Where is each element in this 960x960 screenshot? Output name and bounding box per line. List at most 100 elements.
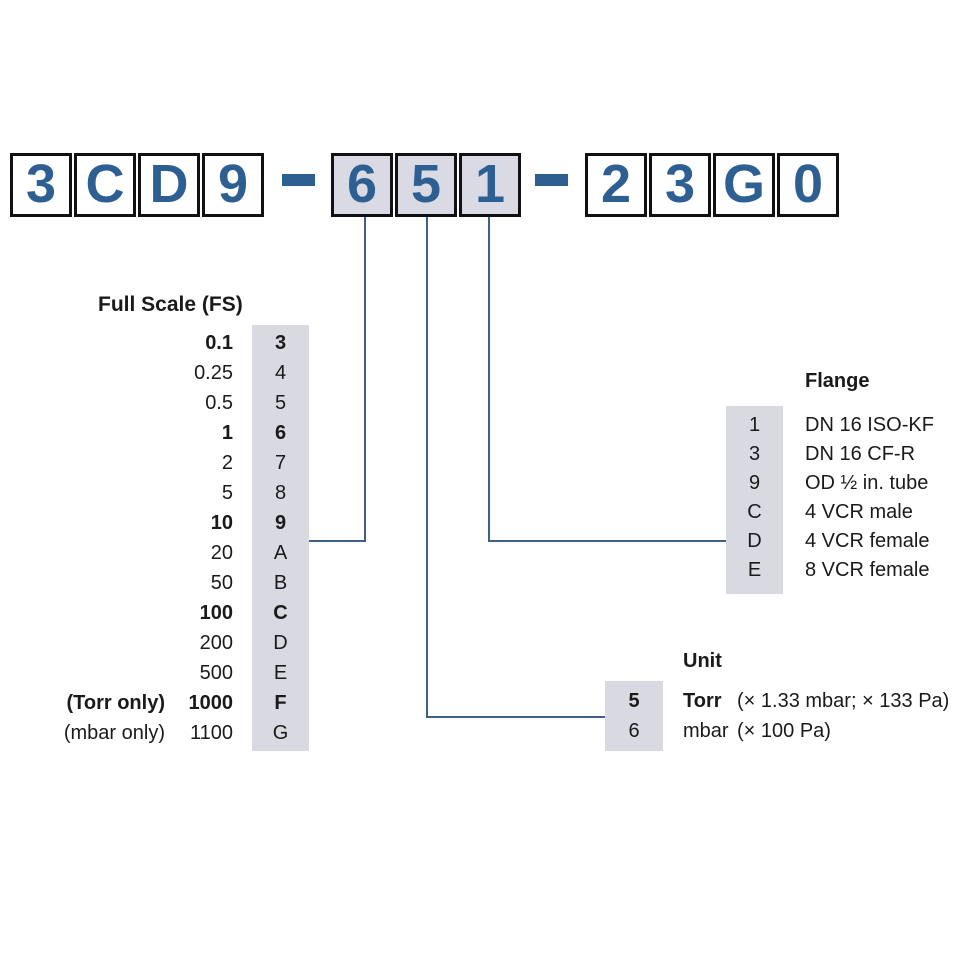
unit-note: (× 1.33 mbar; × 133 Pa) [737,690,950,712]
flange-code: E [747,559,762,581]
connector-unit-vertical [426,217,428,718]
full-scale-code-column [252,325,309,751]
flange-code: D [747,530,762,552]
part-number-cell: 3 [649,153,711,217]
full-scale-prefix [0,388,165,418]
flange-label: 4 VCR male [805,501,913,523]
full-scale-code: 7 [274,452,287,474]
flange-row: 9 OD ½ in. tube [726,469,934,498]
full-scale-code: D [273,632,288,654]
full-scale-prefix [0,658,165,688]
part-number-cell-fullscale: 6 [331,153,393,217]
connector-fullscale-horizontal [308,540,366,542]
flange-label: 8 VCR female [805,559,930,581]
full-scale-code: 5 [274,392,287,414]
full-scale-row: 0.25 4 [0,358,320,388]
connector-flange-vertical [488,217,490,542]
flange-row: E 8 VCR female [726,556,934,585]
full-scale-value: 1000 [188,692,234,714]
unit-table: 5 Torr (× 1.33 mbar; × 133 Pa) 6 mbar (×… [605,686,949,746]
full-scale-value: 50 [210,572,233,594]
full-scale-value: 0.25 [194,362,233,384]
full-scale-row: 2 7 [0,448,320,478]
part-number-cell: 3 [10,153,72,217]
unit-label: mbar [683,720,729,742]
full-scale-prefix [0,358,165,388]
flange-code: 3 [748,443,761,465]
flange-label: DN 16 CF-R [805,443,916,465]
unit-label: Torr [683,690,722,712]
full-scale-code: 3 [274,332,287,354]
unit-note: (× 100 Pa) [737,720,831,742]
full-scale-row: 0.1 3 [0,328,320,358]
unit-code-column [605,681,663,751]
part-number-cell-unit: 5 [395,153,457,217]
full-scale-prefix: (Torr only) [66,692,165,714]
part-number-group-base: 3 C D 9 [10,153,264,217]
part-number-cell: 9 [202,153,264,217]
full-scale-row: 0.5 5 [0,388,320,418]
flange-row: 3 DN 16 CF-R [726,440,934,469]
unit-row: 5 Torr (× 1.33 mbar; × 133 Pa) [605,686,949,716]
flange-label: DN 16 ISO-KF [805,414,934,436]
part-number-cell: D [138,153,200,217]
separator-dash [282,174,315,186]
full-scale-code: B [273,572,288,594]
flange-code: 9 [748,472,761,494]
full-scale-value: 1 [221,422,233,444]
part-number-cell: G [713,153,775,217]
full-scale-code: C [273,602,288,624]
full-scale-value: 0.5 [205,392,233,414]
unit-code: 6 [628,720,640,742]
full-scale-row: 5 8 [0,478,320,508]
connector-unit-horizontal [426,716,605,718]
full-scale-row: 20 A [0,538,320,568]
full-scale-code: 6 [274,422,287,444]
unit-row: 6 mbar (× 100 Pa) [605,716,949,746]
flange-label: OD ½ in. tube [805,472,929,494]
full-scale-prefix [0,568,165,598]
full-scale-prefix [0,508,165,538]
full-scale-value: 10 [210,512,233,534]
full-scale-code: 9 [274,512,287,534]
connector-fullscale-vertical [364,217,366,542]
full-scale-table: 0.1 3 0.25 4 0.5 5 1 6 2 7 5 8 [0,328,320,748]
full-scale-code: 8 [274,482,287,504]
full-scale-prefix [0,328,165,358]
full-scale-code: F [274,692,287,714]
flange-code: C [747,501,762,523]
part-number-group-options: 2 3 G 0 [585,153,839,217]
flange-row: 1 DN 16 ISO-KF [726,411,934,440]
full-scale-prefix: (mbar only) [63,722,165,744]
full-scale-prefix [0,418,165,448]
unit-code: 5 [628,690,640,712]
full-scale-row: 200 D [0,628,320,658]
part-number-group-config: 6 5 1 [331,153,521,217]
full-scale-row: (Torr only) 1000 F [0,688,320,718]
full-scale-value: 0.1 [205,332,233,354]
part-number-cell: C [74,153,136,217]
full-scale-title: Full Scale (FS) [98,293,243,316]
full-scale-prefix [0,478,165,508]
full-scale-value: 20 [210,542,233,564]
separator-dash [535,174,568,186]
full-scale-row: (mbar only) 1100 G [0,718,320,748]
full-scale-value: 500 [199,662,233,684]
full-scale-value: 5 [221,482,233,504]
flange-row: C 4 VCR male [726,498,934,527]
flange-row: D 4 VCR female [726,527,934,556]
full-scale-value: 2 [221,452,233,474]
part-number-cell-flange: 1 [459,153,521,217]
unit-title: Unit [683,650,722,672]
flange-label: 4 VCR female [805,530,930,552]
full-scale-row: 50 B [0,568,320,598]
connector-flange-horizontal [488,540,726,542]
full-scale-value: 200 [199,632,233,654]
full-scale-row: 100 C [0,598,320,628]
full-scale-code: A [273,542,288,564]
full-scale-code: E [273,662,288,684]
part-number-cell: 0 [777,153,839,217]
full-scale-row: 500 E [0,658,320,688]
full-scale-code: G [272,722,289,744]
